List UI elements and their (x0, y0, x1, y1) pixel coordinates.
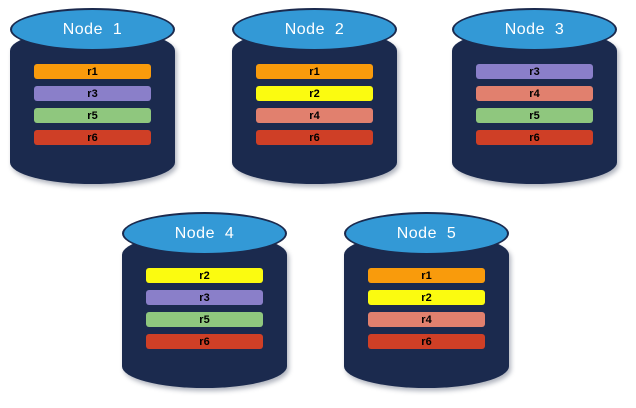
replica-bar[interactable]: r1 (368, 268, 485, 283)
replica-bar[interactable]: r5 (476, 108, 593, 123)
replica-bar[interactable]: r1 (256, 64, 373, 79)
replica-bar[interactable]: r4 (476, 86, 593, 101)
node-cylinder-body (122, 233, 287, 388)
replica-bar[interactable]: r3 (476, 64, 593, 79)
node-cylinder-top (122, 212, 287, 255)
replica-bar[interactable]: r2 (146, 268, 263, 283)
replica-bar[interactable]: r3 (146, 290, 263, 305)
database-node[interactable]: Node 3 r3 r4 r5 r6 (452, 8, 617, 193)
database-node[interactable]: Node 1 r1 r3 r5 r6 (10, 8, 175, 193)
node-label: Node 2 (284, 20, 345, 38)
replica-list: r2 r3 r5 r6 (146, 268, 263, 349)
replica-bar[interactable]: r6 (34, 130, 151, 145)
replica-bar[interactable]: r2 (256, 86, 373, 101)
replica-bar[interactable]: r5 (34, 108, 151, 123)
database-node[interactable]: Node 5 r1 r2 r4 r6 (344, 212, 509, 397)
node-cylinder-body (344, 233, 509, 388)
replica-bar[interactable]: r6 (368, 334, 485, 349)
replica-list: r1 r2 r4 r6 (368, 268, 485, 349)
database-node[interactable]: Node 4 r2 r3 r5 r6 (122, 212, 287, 397)
node-cylinder-body (452, 29, 617, 184)
replica-bar[interactable]: r3 (34, 86, 151, 101)
replica-list: r1 r2 r4 r6 (256, 64, 373, 145)
replica-bar[interactable]: r1 (34, 64, 151, 79)
replica-bar[interactable]: r6 (146, 334, 263, 349)
replica-bar[interactable]: r5 (146, 312, 263, 327)
replica-bar[interactable]: r2 (368, 290, 485, 305)
node-label: Node 5 (396, 224, 457, 242)
database-node[interactable]: Node 2 r1 r2 r4 r6 (232, 8, 397, 193)
node-label: Node 1 (62, 20, 123, 38)
replica-list: r1 r3 r5 r6 (34, 64, 151, 145)
replica-bar[interactable]: r4 (368, 312, 485, 327)
node-label: Node 4 (174, 224, 235, 242)
node-cylinder-top (232, 8, 397, 51)
node-label: Node 3 (504, 20, 565, 38)
node-cylinder-body (10, 29, 175, 184)
node-cylinder-top (452, 8, 617, 51)
replica-list: r3 r4 r5 r6 (476, 64, 593, 145)
node-cylinder-top (10, 8, 175, 51)
replica-bar[interactable]: r4 (256, 108, 373, 123)
replica-bar[interactable]: r6 (256, 130, 373, 145)
node-cylinder-top (344, 212, 509, 255)
replica-bar[interactable]: r6 (476, 130, 593, 145)
node-cylinder-body (232, 29, 397, 184)
